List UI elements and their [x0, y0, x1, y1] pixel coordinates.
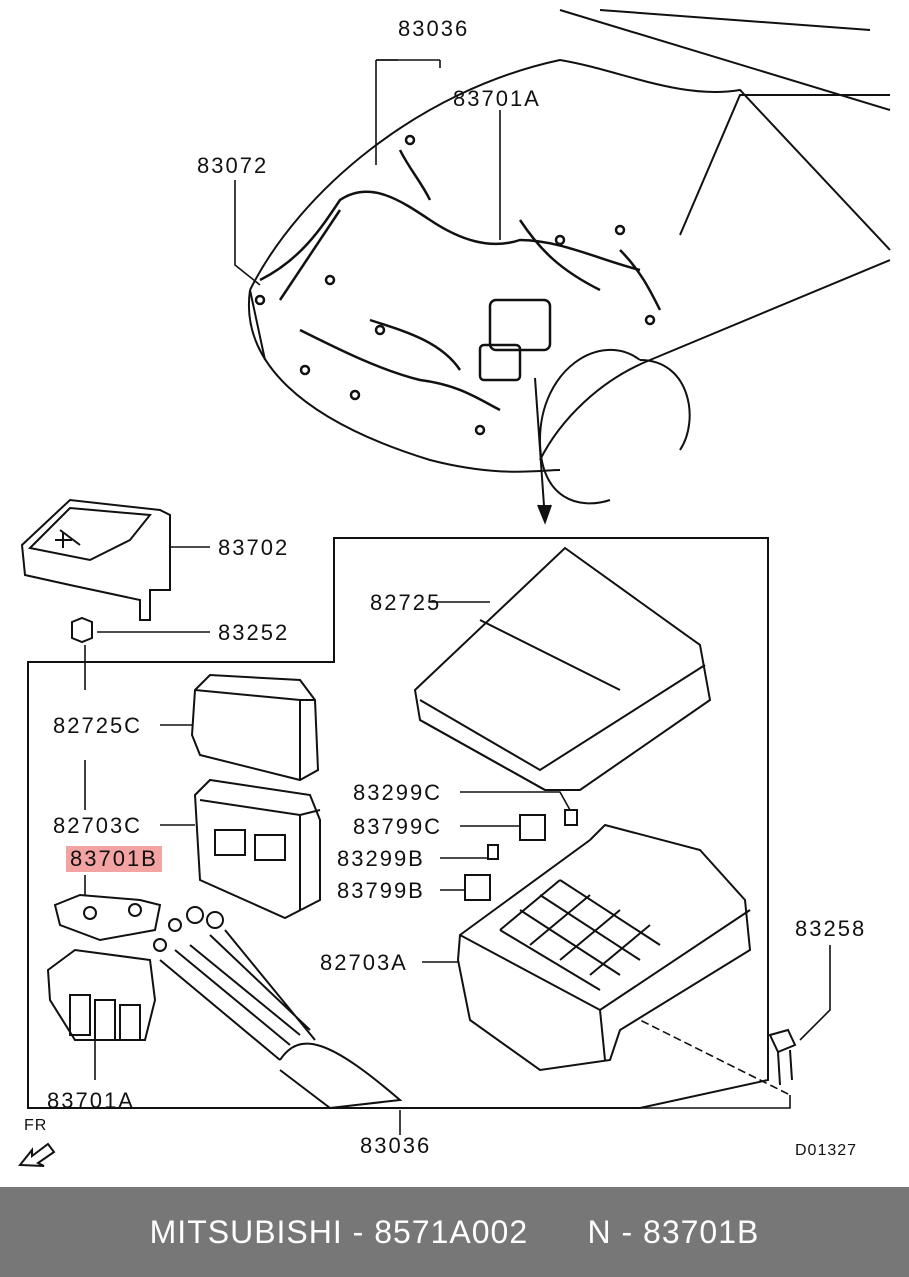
nut-icon	[71, 616, 93, 644]
relay-block-illustration	[46, 948, 157, 1041]
label-83799c: 83799C	[353, 814, 443, 839]
parts-diagram	[17, 9, 891, 1167]
battery-cover-illustration	[20, 498, 171, 621]
main-cover-illustration	[413, 546, 712, 791]
label-82703a: 82703A	[320, 950, 408, 975]
label-83701b-highlight: 83701B	[66, 846, 162, 872]
leader-lines	[84, 59, 831, 1135]
label-82725: 82725	[370, 590, 442, 615]
label-83299b: 83299B	[337, 846, 425, 871]
label-82703c: 82703C	[53, 813, 143, 838]
engine-harness-illustration	[254, 134, 662, 436]
label-83072: 83072	[197, 153, 269, 178]
footer-text: MITSUBISHI - 8571A002 N - 83701B	[149, 1213, 760, 1250]
label-83299c: 83299C	[353, 780, 443, 805]
car-body-illustration	[247, 9, 891, 505]
footer-bar: MITSUBISHI - 8571A002 N - 83701B	[0, 1187, 909, 1277]
detail-arrow	[534, 377, 546, 521]
main-fuse-box-illustration	[456, 809, 752, 1072]
label-83702: 83702	[218, 535, 290, 560]
label-83701a-top: 83701A	[453, 86, 541, 111]
label-83036-top: 83036	[398, 16, 470, 41]
front-arrow-icon	[17, 1142, 56, 1167]
label-83036-bottom: 83036	[360, 1133, 432, 1158]
bolt-illustration	[768, 1028, 797, 1086]
label-83252: 83252	[218, 620, 290, 645]
cable-bundle-illustration	[153, 906, 403, 1110]
label-83799b: 83799B	[337, 878, 425, 903]
label-83701a-bottom: 83701A	[47, 1088, 135, 1113]
front-marker-label: FR	[24, 1117, 48, 1134]
arrow-head-icon	[537, 504, 552, 525]
small-cover-illustration	[190, 673, 320, 782]
fusible-link-illustration	[53, 893, 162, 942]
label-82725c: 82725C	[53, 713, 143, 738]
figure-code: D01327	[795, 1142, 858, 1159]
small-box-illustration	[193, 778, 321, 920]
label-83258: 83258	[795, 916, 867, 941]
